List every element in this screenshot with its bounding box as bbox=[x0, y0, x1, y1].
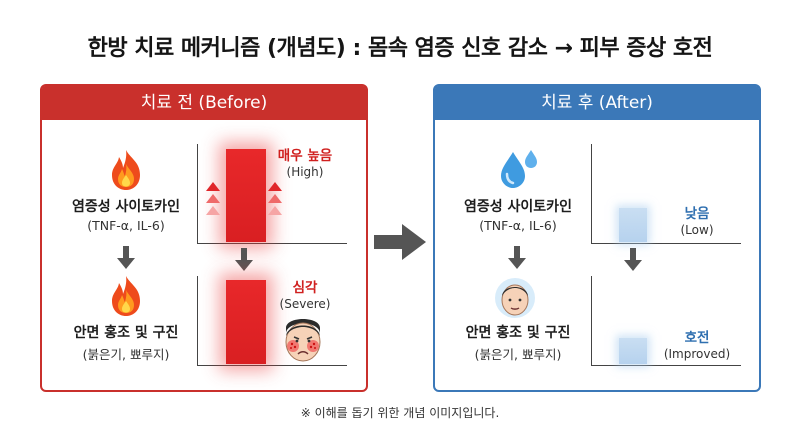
before-cytokine-bar bbox=[226, 149, 266, 242]
up-arrows-icon bbox=[206, 182, 220, 222]
before-symptom-level-label: 심각 (Severe) bbox=[265, 276, 345, 311]
before-panel: 치료 전 (Before) 염증성 사이토카인 (TNF-α, IL-6) 안면… bbox=[40, 84, 368, 392]
after-cytokine-level-sub: (Low) bbox=[680, 223, 714, 237]
after-symptom-subtitle: (붉은기, 뾰루지) bbox=[474, 347, 562, 362]
after-symptom-axis bbox=[591, 276, 741, 366]
water-drops-icon bbox=[495, 146, 541, 196]
before-cytokine-label: 염증성 사이토카인 (TNF-α, IL-6) bbox=[51, 196, 201, 233]
before-symptom-label: 안면 홍조 및 구진 (붉은기, 뾰루지) bbox=[51, 322, 201, 363]
before-symptom-axis bbox=[197, 276, 347, 366]
before-symptom-level-sub: (Severe) bbox=[279, 297, 331, 311]
after-panel: 치료 후 (After) 염증성 사이토카인 (TNF-α, IL-6) 안면 … bbox=[433, 84, 761, 392]
after-symptom-level-text: 호전 bbox=[684, 330, 710, 346]
after-cytokine-subtitle: (TNF-α, IL-6) bbox=[479, 218, 557, 233]
before-cytokine-level-sub: (High) bbox=[286, 165, 324, 179]
calm-face-icon bbox=[494, 274, 536, 324]
after-cytokine-level-label: 낮음 (Low) bbox=[657, 202, 737, 237]
inflamed-face-icon bbox=[280, 314, 326, 368]
before-symptom-level-text: 심각 bbox=[292, 280, 318, 296]
after-symptom-title: 안면 홍조 및 구진 bbox=[465, 325, 571, 341]
after-cytokine-label: 염증성 사이토카인 (TNF-α, IL-6) bbox=[443, 196, 593, 233]
down-arrow-icon bbox=[623, 248, 643, 276]
after-cytokine-title: 염증성 사이토카인 bbox=[464, 199, 572, 215]
up-arrows-icon bbox=[268, 182, 282, 222]
transition-arrow-icon bbox=[374, 224, 426, 264]
after-symptom-level-label: 호전 (Improved) bbox=[657, 326, 737, 361]
before-symptom-subtitle: (붉은기, 뾰루지) bbox=[82, 347, 170, 362]
after-symptom-bar bbox=[619, 338, 647, 364]
before-symptom-title: 안면 홍조 및 구진 bbox=[73, 325, 179, 341]
after-symptom-level-sub: (Improved) bbox=[663, 347, 731, 361]
down-arrow-icon bbox=[507, 246, 527, 274]
down-arrow-icon bbox=[234, 248, 254, 276]
before-cytokine-subtitle: (TNF-α, IL-6) bbox=[87, 218, 165, 233]
after-cytokine-level-text: 낮음 bbox=[684, 206, 710, 222]
fire-icon bbox=[106, 148, 146, 196]
after-cytokine-axis bbox=[591, 144, 741, 244]
footnote: ※ 이해를 돕기 위한 개념 이미지입니다. bbox=[300, 406, 500, 420]
down-arrow-icon bbox=[116, 246, 136, 274]
before-cytokine-axis bbox=[197, 144, 347, 244]
before-cytokine-level-label: 매우 높음 (High) bbox=[265, 144, 345, 179]
after-panel-header: 치료 후 (After) bbox=[435, 86, 759, 120]
fire-icon bbox=[106, 274, 146, 322]
before-cytokine-title: 염증성 사이토카인 bbox=[72, 199, 180, 215]
before-panel-header: 치료 전 (Before) bbox=[42, 86, 366, 120]
after-cytokine-bar bbox=[619, 208, 647, 242]
before-cytokine-level-text: 매우 높음 bbox=[277, 148, 333, 164]
after-symptom-label: 안면 홍조 및 구진 (붉은기, 뾰루지) bbox=[443, 322, 593, 363]
page-title: 한방 치료 메커니즘 (개념도) : 몸속 염증 신호 감소 → 피부 증상 호… bbox=[87, 36, 713, 61]
before-symptom-bar bbox=[226, 280, 266, 364]
